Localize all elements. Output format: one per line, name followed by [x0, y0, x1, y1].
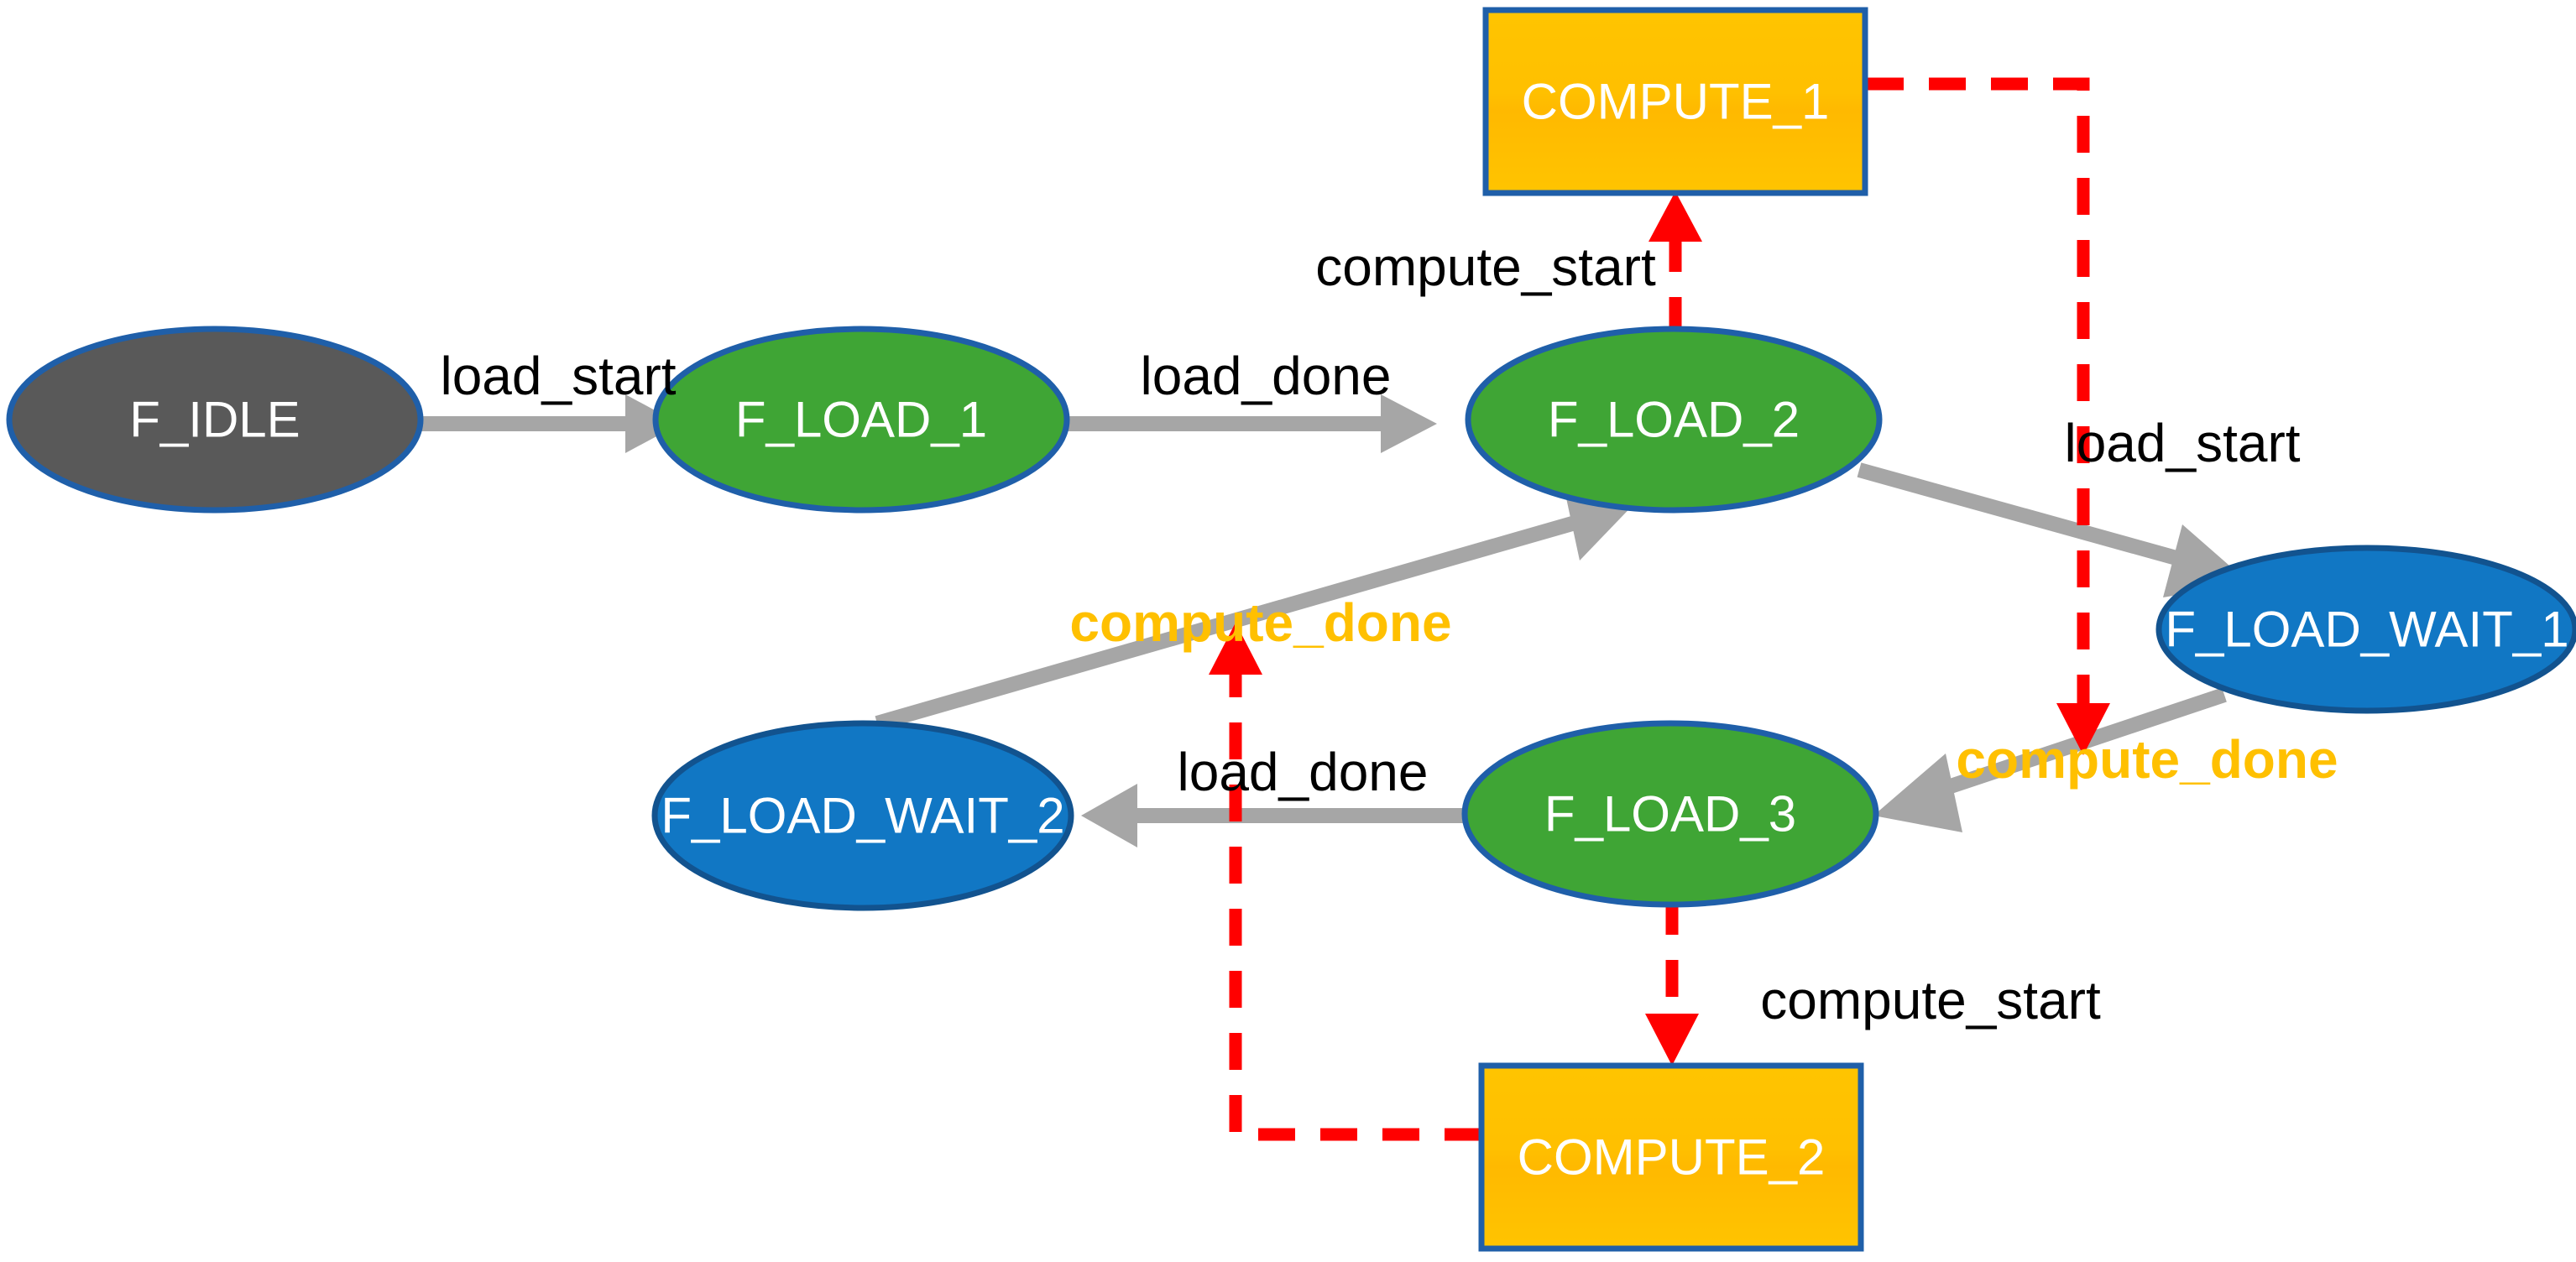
node-shape[interactable]: [1461, 720, 1879, 908]
edge-label-load-start-2: load_start: [2064, 413, 2300, 473]
node-shape[interactable]: [1465, 326, 1883, 514]
edge-load-start-load2-to-wait1: [1857, 462, 2249, 597]
node-label: F_LOAD_WAIT_2: [661, 788, 1064, 844]
node-shape[interactable]: [2155, 545, 2576, 714]
edge-load-done-load3-to-wait2: [1081, 784, 1465, 847]
edge-line: [1867, 77, 2090, 709]
node-f-load-1[interactable]: F_LOAD_1: [652, 326, 1070, 514]
edge-compute-start-load2-to-compute1: [1649, 191, 1702, 334]
edge-label-compute-done-top: compute_done: [1069, 592, 1451, 653]
node-f-idle[interactable]: F_IDLE: [6, 326, 424, 514]
edge-compute-done-compute2-to-load2: [1209, 623, 1481, 1141]
node-shape[interactable]: [1482, 7, 1868, 196]
arrowhead-icon: [625, 394, 680, 453]
node-label: COMPUTE_2: [1518, 1129, 1826, 1186]
arrowhead-icon: [1209, 623, 1262, 675]
arrowhead-icon: [1081, 784, 1137, 847]
edge-line: [1229, 671, 1481, 1141]
edge-line: [875, 514, 1581, 731]
edge-label-load-done-1: load_done: [1141, 346, 1392, 406]
edge-label-compute-done-right: compute_done: [1956, 729, 2338, 790]
arrowhead-icon: [1645, 1014, 1699, 1066]
node-label: F_IDLE: [129, 392, 300, 448]
node-shape[interactable]: [1478, 1062, 1864, 1252]
node-shape[interactable]: [652, 326, 1070, 514]
arrowhead-icon: [2056, 703, 2110, 755]
edge-compute-start-load3-to-compute2: [1645, 898, 1699, 1066]
edge-label-load-done-2: load_done: [1178, 742, 1429, 802]
node-label: F_LOAD_WAIT_1: [2165, 602, 2568, 658]
node-f-load-wait-1[interactable]: F_LOAD_WAIT_1: [2155, 545, 2576, 714]
node-f-load-2[interactable]: F_LOAD_2: [1465, 326, 1883, 514]
edge-compute-done-wait1-to-load3: [1873, 687, 2227, 832]
node-label: F_LOAD_2: [1548, 392, 1800, 448]
edge-label-load-start-1: load_start: [440, 346, 676, 406]
arrowhead-icon: [1381, 394, 1437, 453]
edge-line: [1857, 462, 2200, 571]
node-shape[interactable]: [651, 720, 1074, 911]
node-label: F_LOAD_1: [735, 392, 987, 448]
node-f-load-3[interactable]: F_LOAD_3: [1461, 720, 1879, 908]
edge-load-start-idle-to-load1: [421, 394, 680, 453]
node-compute-1[interactable]: COMPUTE_1: [1482, 7, 1868, 196]
node-label: F_LOAD_3: [1544, 786, 1796, 842]
node-shape[interactable]: [6, 326, 424, 514]
edge-label-compute-start-1: compute_start: [1315, 237, 1656, 297]
arrowhead-icon: [1649, 191, 1702, 242]
edge-load-done-load1-to-load2: [1068, 394, 1437, 453]
arrowhead-icon: [1873, 754, 1962, 832]
node-f-load-wait-2[interactable]: F_LOAD_WAIT_2: [651, 720, 1074, 911]
edge-label-compute-start-2: compute_start: [1760, 970, 2101, 1030]
node-label: COMPUTE_1: [1522, 74, 1830, 130]
node-compute-2[interactable]: COMPUTE_2: [1478, 1062, 1864, 1252]
edge-line: [1928, 687, 2227, 800]
edge-compute-done-compute1-to-load3: [1867, 77, 2110, 755]
